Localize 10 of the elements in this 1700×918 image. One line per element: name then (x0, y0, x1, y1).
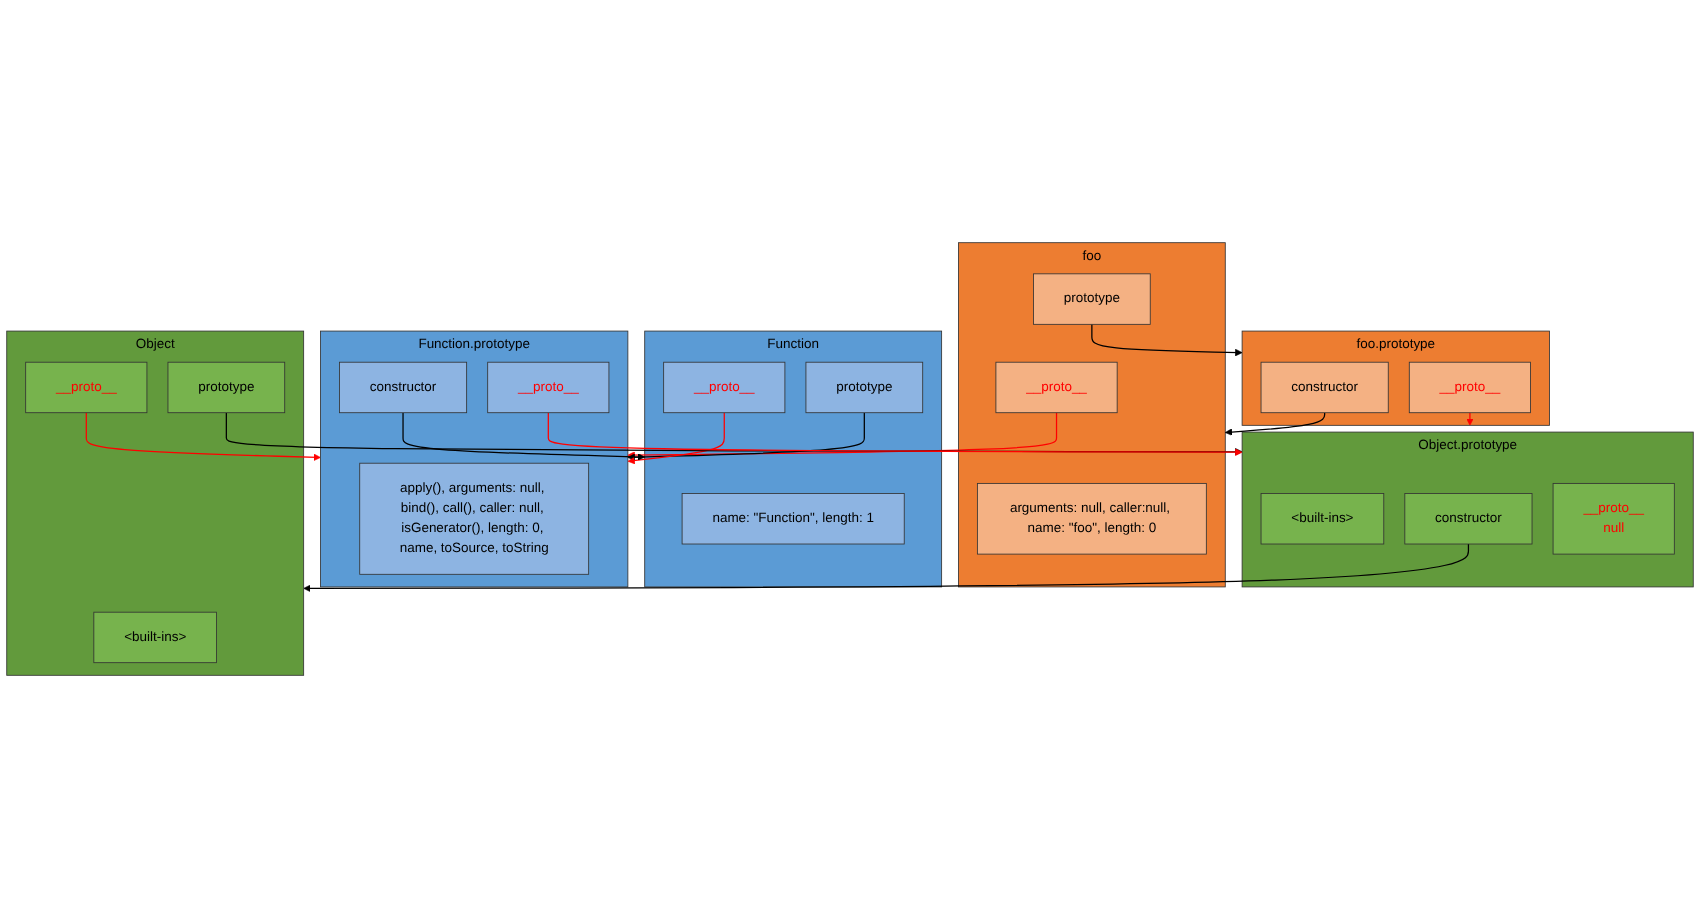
arrow (1466, 412, 1474, 426)
arrow (85, 412, 321, 461)
arrow (1224, 412, 1326, 436)
arrow (627, 412, 865, 461)
arrow (547, 412, 1243, 456)
arrow (303, 543, 1470, 593)
arrow (627, 412, 725, 465)
arrow (1091, 323, 1243, 357)
arrow (627, 412, 1058, 459)
arrow (402, 412, 646, 461)
